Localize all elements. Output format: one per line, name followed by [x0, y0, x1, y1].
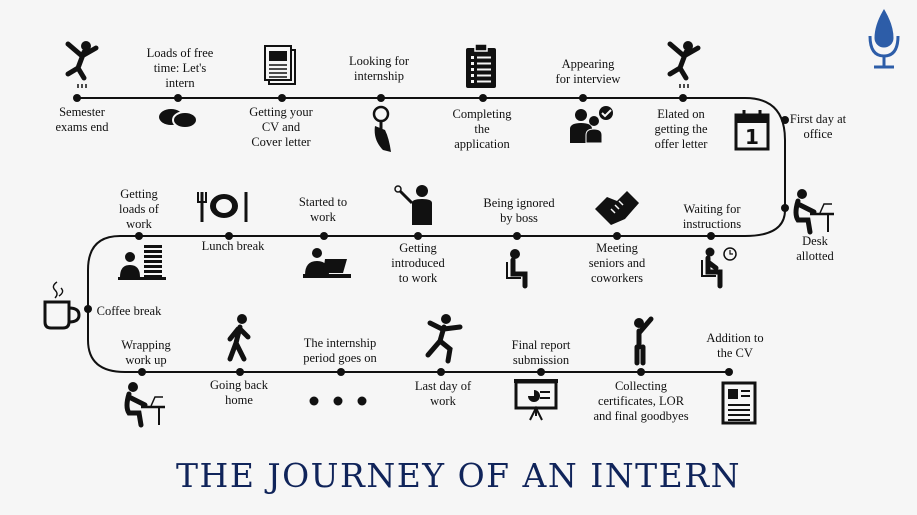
step-label: Collecting certificates, LOR and final g…: [593, 379, 689, 423]
diagram-title: THE JOURNEY OF AN INTERN: [176, 456, 741, 495]
path-milestone-dot: [135, 232, 143, 240]
path-milestone-dot: [414, 232, 422, 240]
step-label: Coffee break: [96, 304, 162, 318]
presentation-board-icon: [514, 379, 558, 421]
step-label: Appearing for interview: [555, 57, 621, 86]
ellipsis-icon: [309, 396, 367, 406]
desk-person-icon: [124, 382, 165, 428]
path-milestone-dot: [174, 94, 182, 102]
path-milestone-dot: [781, 204, 789, 212]
chat-bubbles-icon: [159, 109, 198, 129]
path-milestone-dot: [637, 368, 645, 376]
standing-person-icon: [634, 316, 654, 366]
path-milestone-dot: [73, 94, 81, 102]
path-milestone-dot: [437, 368, 445, 376]
svg-text:1: 1: [745, 125, 759, 149]
desk-person-icon: [793, 189, 834, 235]
step-label: Started to work: [298, 195, 348, 224]
step-label: Lunch break: [201, 239, 265, 253]
path-milestone-dot: [537, 368, 545, 376]
walking-person-icon: [227, 314, 251, 362]
path-milestone-dot: [513, 232, 521, 240]
presenter-icon: [394, 185, 432, 225]
seated-person-icon: [506, 249, 528, 289]
running-person-icon: [425, 314, 463, 364]
step-label: Elated on getting the offer letter: [654, 107, 708, 151]
path-milestone-dot: [278, 94, 286, 102]
step-label: Wrapping work up: [121, 338, 171, 367]
calendar-icon: 1: [734, 110, 770, 151]
clipboard-icon: [466, 43, 496, 88]
step-label: Final report submission: [511, 338, 571, 367]
step-label: Semester exams end: [55, 105, 109, 134]
path-milestone-dot: [225, 232, 233, 240]
step-label: First day at office: [789, 112, 847, 141]
resume-icon: [721, 381, 757, 425]
path-milestone-dot: [781, 116, 789, 124]
documents-icon: [264, 45, 296, 85]
path-milestone-dot: [679, 94, 687, 102]
step-label: Getting your CV and Cover letter: [249, 105, 313, 149]
path-milestone-dot: [579, 94, 587, 102]
microphone-logo-icon: [868, 8, 900, 69]
step-label: Looking for internship: [348, 54, 410, 83]
step-label: Addition to the CV: [706, 331, 764, 360]
interview-people-icon: [570, 106, 613, 144]
path-milestone-dot: [337, 368, 345, 376]
step-label: Last day of work: [414, 379, 472, 408]
step-label: Being ignored by boss: [483, 196, 555, 225]
step-label: Waiting for instructions: [682, 202, 742, 231]
paper-stack-person-icon: [118, 245, 166, 280]
path-milestone-dot: [613, 232, 621, 240]
step-label: Getting introduced to work: [391, 241, 445, 285]
step-label: Loads of free time: Let's intern: [146, 46, 214, 90]
jumping-person-icon: [65, 41, 99, 88]
laptop-person-icon: [303, 248, 351, 278]
step-label: Getting loads of work: [119, 187, 159, 231]
path-milestone-dot: [377, 94, 385, 102]
journey-path: [75, 97, 786, 373]
path-milestone-dot: [138, 368, 146, 376]
jumping-person-icon: [667, 41, 701, 88]
path-milestone-dot: [320, 232, 328, 240]
step-label: Meeting seniors and coworkers: [588, 241, 646, 285]
handshake-icon: [595, 191, 639, 225]
coffee-cup-icon: [43, 281, 81, 330]
plate-cutlery-icon: [197, 192, 248, 222]
path-milestone-dot: [236, 368, 244, 376]
path-milestone-dot: [84, 305, 92, 313]
path-milestone-dot: [707, 232, 715, 240]
step-label: Completing the application: [452, 107, 512, 151]
path-milestone-dot: [479, 94, 487, 102]
path-milestone-dot: [725, 368, 733, 376]
step-label: Desk allotted: [796, 234, 834, 263]
magnifier-hand-icon: [372, 105, 391, 152]
step-label: Going back home: [210, 378, 268, 407]
step-label: The internship period goes on: [303, 336, 377, 365]
seated-clock-icon: [701, 247, 737, 289]
